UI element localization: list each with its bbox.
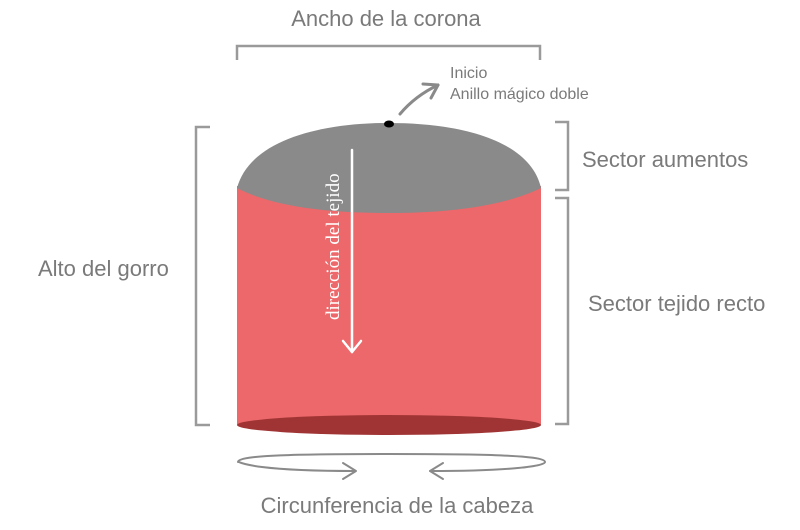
straight-sector-shape bbox=[237, 186, 541, 433]
increase-sector-label: Sector aumentos bbox=[582, 147, 748, 172]
crown-shape bbox=[237, 123, 541, 213]
start-arrow bbox=[398, 82, 440, 116]
brim-ellipse bbox=[237, 415, 541, 435]
head-circumference-label: Circunferencia de la cabeza bbox=[261, 493, 534, 518]
knit-direction-label: dirección del tejido bbox=[323, 173, 344, 320]
start-point-dot bbox=[384, 120, 394, 128]
straight-sector-bracket bbox=[555, 196, 570, 426]
knit-direction-arrow bbox=[341, 148, 363, 354]
hat-height-label: Alto del gorro bbox=[38, 256, 169, 281]
start-label-line2: Anillo mágico doble bbox=[450, 86, 589, 103]
crown-width-label: Ancho de la corona bbox=[291, 6, 481, 31]
crown-width-bracket bbox=[235, 44, 542, 60]
start-label-line1: Inicio bbox=[450, 65, 487, 82]
circumference-loop bbox=[237, 453, 546, 480]
straight-sector-label: Sector tejido recto bbox=[588, 291, 765, 316]
hat-height-bracket bbox=[194, 125, 210, 427]
increase-sector-bracket bbox=[555, 120, 570, 192]
